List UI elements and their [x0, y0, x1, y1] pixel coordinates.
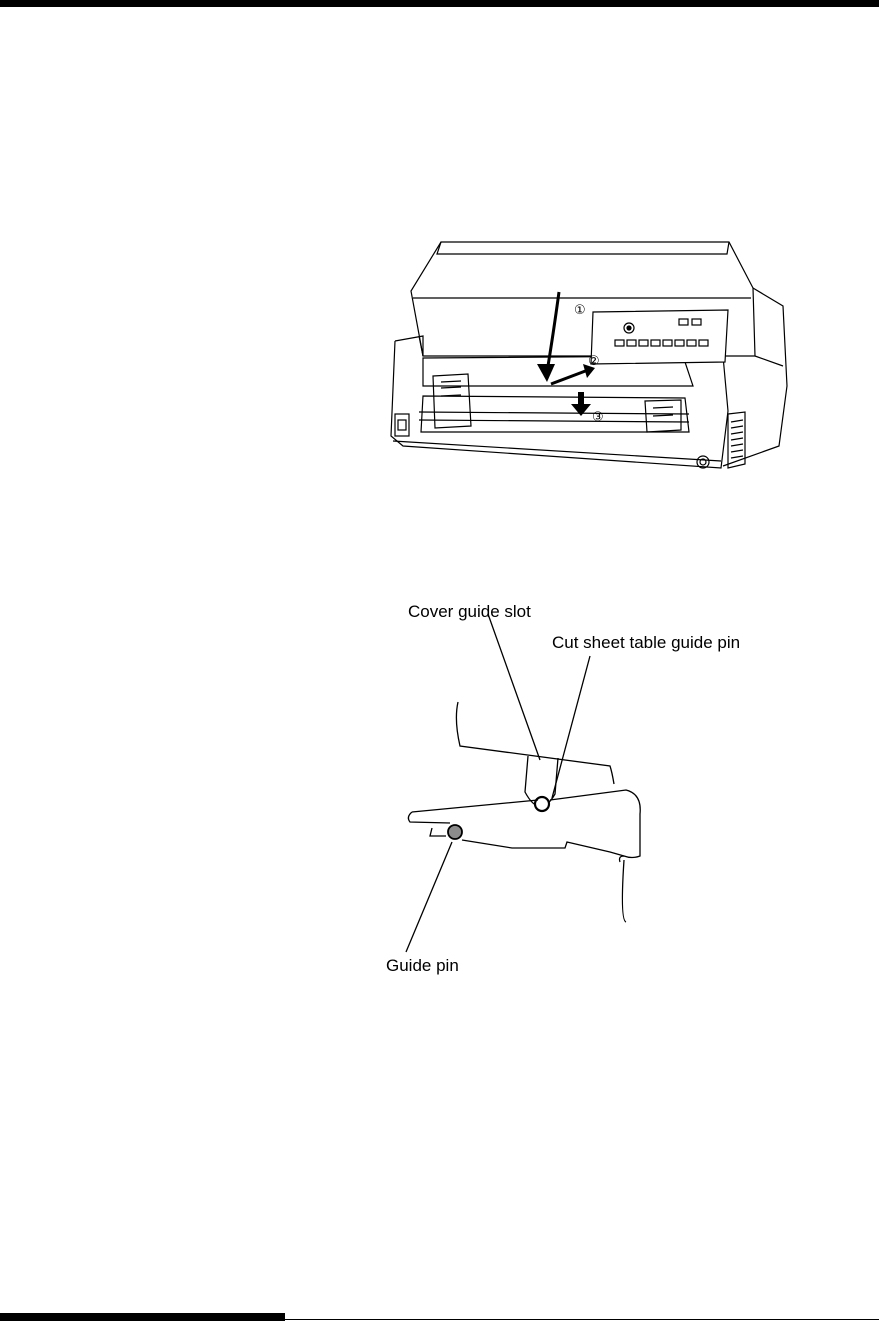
step-1-marker: ① [574, 304, 586, 317]
step-3-marker: ③ [592, 411, 604, 424]
cover-guide-slot-label: Cover guide slot [408, 603, 531, 620]
footer-rule-thin [285, 1319, 879, 1320]
header-rule [0, 0, 879, 7]
guide-pin-diagram: Cover guide slot Cut sheet table guide p… [380, 600, 800, 980]
cut-sheet-table-guide-pin-label: Cut sheet table guide pin [552, 634, 740, 651]
footer-rule-thick [0, 1313, 285, 1321]
printer-illustration: ① ② ③ [383, 236, 793, 486]
guide-pin-label: Guide pin [386, 957, 459, 974]
step-2-marker: ② [588, 355, 600, 368]
